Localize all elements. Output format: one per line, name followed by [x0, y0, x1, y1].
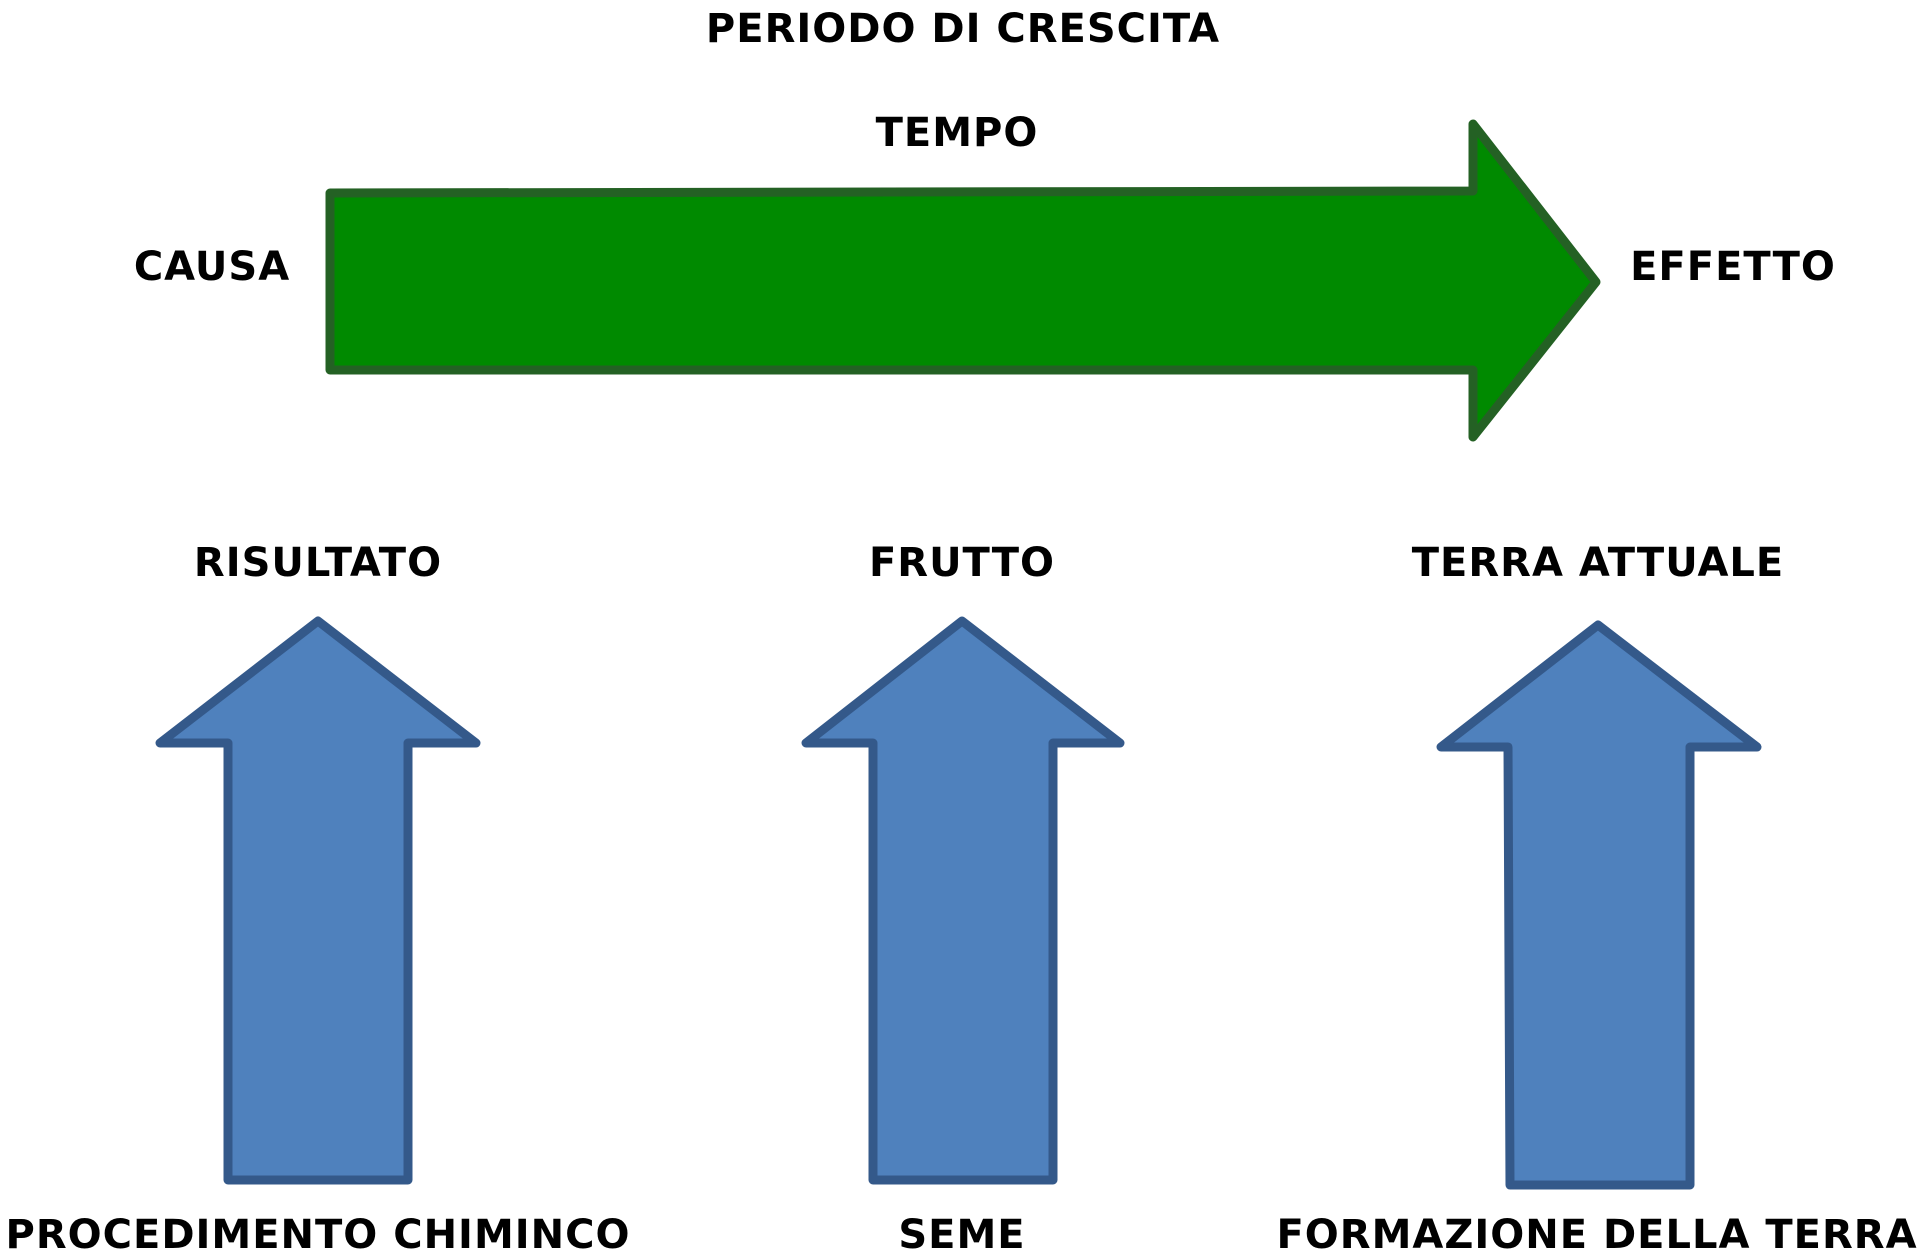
time-arrow	[325, 119, 1601, 442]
column-2-top-label: FRUTTO	[869, 540, 1055, 586]
diagram-title: PERIODO DI CRESCITA	[706, 6, 1220, 52]
column-1-top-label: RISULTATO	[194, 540, 442, 586]
column-3-bottom-label: FORMAZIONE DELLA TERRA	[1276, 1212, 1917, 1257]
effect-label: EFFETTO	[1630, 244, 1836, 290]
time-label: TEMPO	[876, 110, 1039, 156]
column-1-bottom-label: PROCEDIMENTO CHIMINCO	[6, 1212, 631, 1257]
column-3-up-arrow	[1436, 620, 1762, 1190]
column-2-bottom-label: SEME	[898, 1212, 1025, 1257]
cause-label: CAUSA	[134, 244, 290, 290]
column-1-up-arrow	[155, 616, 481, 1185]
column-3-top-label: TERRA ATTUALE	[1412, 540, 1784, 586]
column-2-up-arrow	[801, 616, 1125, 1185]
